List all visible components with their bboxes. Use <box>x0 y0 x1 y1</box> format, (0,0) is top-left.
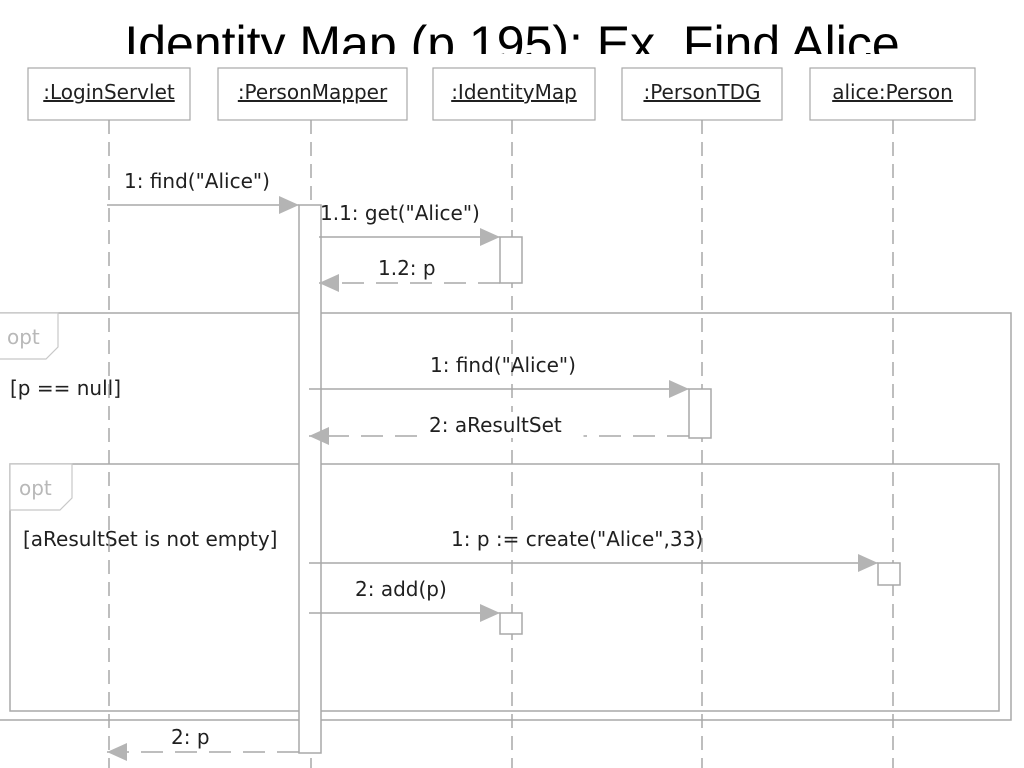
message-label-c1: 1: p := create("Alice",33) <box>451 527 703 551</box>
fragment-guard-inner: [aResultSet is not empty] <box>23 527 277 551</box>
message-label-f1: 1: find("Alice") <box>430 353 576 377</box>
activation-mapper <box>298 204 322 754</box>
message-label-bg-f2 <box>424 412 584 438</box>
activation-imap-add <box>499 612 523 635</box>
lifeline-box-mapper <box>217 67 408 121</box>
activation-imap-get <box>499 236 523 284</box>
lifeline-label-alice: alice:Person <box>832 80 953 104</box>
lifeline-label-mapper: :PersonMapper <box>238 80 388 104</box>
fragment-operator-inner: opt <box>19 476 52 500</box>
message-label-bg-r2 <box>166 724 222 750</box>
message-label-m11: 1.1: get("Alice") <box>320 201 480 225</box>
lifeline-label-login: :LoginServlet <box>43 80 175 104</box>
fragment-tab-inner <box>9 463 73 511</box>
lifeline-box-tdg <box>621 67 783 121</box>
message-label-f2: 2: aResultSet <box>429 413 562 437</box>
fragment-operator-outer: opt <box>7 325 40 349</box>
fragment-tab-outer <box>0 312 59 360</box>
message-label-m12: 1.2: p <box>378 256 436 280</box>
message-label-c2: 2: add(p) <box>355 577 447 601</box>
message-label-m1: 1: find("Alice") <box>124 169 270 193</box>
activation-alice-create <box>877 562 901 586</box>
message-arrowhead-f2 <box>309 427 329 445</box>
message-arrowhead-r2 <box>107 743 127 761</box>
message-arrowhead-m11 <box>480 228 500 246</box>
message-arrowhead-f1 <box>669 380 689 398</box>
fragment-frame-outer <box>0 312 1012 721</box>
page-title: Identity Map (p.195): Ex. Find Alice <box>124 16 900 54</box>
fragment-guard-outer: [p == null] <box>10 376 121 400</box>
message-arrowhead-c1 <box>858 554 878 572</box>
lifeline-box-imap <box>432 67 596 121</box>
message-arrowhead-m1 <box>279 196 299 214</box>
message-arrowhead-c2 <box>480 604 500 622</box>
message-arrowhead-m12 <box>319 274 339 292</box>
lifeline-label-tdg: :PersonTDG <box>643 80 760 104</box>
lifeline-box-login <box>27 67 191 121</box>
lifeline-label-imap: :IdentityMap <box>451 80 577 104</box>
activation-tdg-find <box>688 388 712 439</box>
message-label-bg-m12 <box>373 255 452 281</box>
fragment-frame-inner <box>9 463 1000 712</box>
lifeline-box-alice <box>809 67 976 121</box>
message-label-r2: 2: p <box>171 725 210 749</box>
